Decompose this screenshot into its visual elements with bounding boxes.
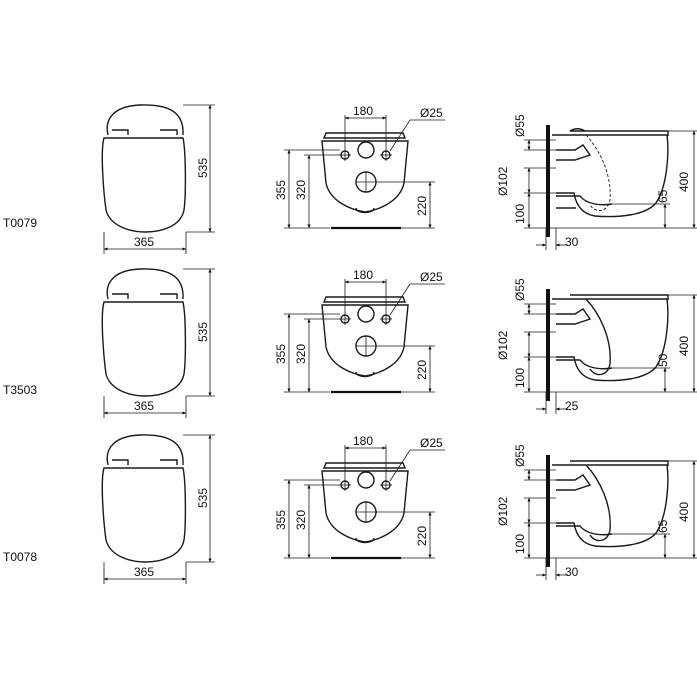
front-outlet-height-label: 220 <box>415 360 429 380</box>
seat-outline <box>101 137 187 233</box>
side-view: Ø55 Ø102 100 400 50 25 <box>496 278 697 414</box>
front-hole-label: Ø25 <box>420 106 443 120</box>
front-view: 180 Ø25 355 320 220 <box>274 104 445 230</box>
wall <box>546 125 550 237</box>
front-mid-height-label: 320 <box>294 344 308 364</box>
side-rim-label: 50 <box>656 353 670 367</box>
front-outlet-height-label: 220 <box>415 196 429 216</box>
front-total-height-label: 355 <box>274 510 288 530</box>
front-total-height-label: 355 <box>274 180 288 200</box>
side-height-label: 400 <box>677 336 691 356</box>
top-depth-label: 535 <box>196 158 210 178</box>
side-inlet-label: Ø55 <box>513 114 527 137</box>
side-inlet-label: Ø55 <box>513 278 527 301</box>
side-outlet-label: Ø102 <box>496 166 510 196</box>
front-spacing-label: 180 <box>353 104 373 118</box>
wall <box>546 455 550 567</box>
front-total-height-label: 355 <box>274 344 288 364</box>
front-spacing-label: 180 <box>353 434 373 448</box>
side-rim-label: 65 <box>656 519 670 533</box>
front-outlet-height-label: 220 <box>415 526 429 546</box>
front-view: 180 Ø25 355 320 220 <box>274 434 445 560</box>
product-code: T0079 <box>3 216 37 230</box>
row-1: T3503 365 535 <box>3 268 697 418</box>
hinge-right <box>160 129 178 135</box>
side-bottom-label: 100 <box>513 204 527 224</box>
front-hole-label: Ø25 <box>420 436 443 450</box>
side-view: Ø55 Ø102 100 400 65 30 <box>496 444 697 580</box>
side-bowl-outline <box>552 134 669 218</box>
product-code: T3503 <box>3 383 37 397</box>
side-wall-gap-label: 30 <box>565 235 579 249</box>
side-height-label: 400 <box>677 502 691 522</box>
side-wall-gap-label: 25 <box>565 399 579 413</box>
side-view: Ø55 Ø102 100 400 65 30 <box>496 114 697 250</box>
front-hole-label: Ø25 <box>420 270 443 284</box>
row-0: T0079 365 535 <box>3 104 697 254</box>
top-width-label: 365 <box>134 235 154 249</box>
front-view: 180 Ø25 355 320 220 <box>274 268 445 394</box>
top-width-label: 365 <box>134 565 154 579</box>
side-outlet-label: Ø102 <box>496 496 510 526</box>
side-rim-label: 65 <box>656 189 670 203</box>
front-spacing-label: 180 <box>353 268 373 282</box>
product-code: T0078 <box>3 550 37 564</box>
front-mid-height-label: 320 <box>294 180 308 200</box>
wall <box>546 289 550 401</box>
top-depth-label: 535 <box>196 488 210 508</box>
top-view: 365 535 <box>101 268 215 418</box>
top-view: 365 535 <box>101 104 215 254</box>
front-bowl-outline <box>321 140 409 213</box>
top-width-label: 365 <box>134 399 154 413</box>
front-mid-height-label: 320 <box>294 510 308 530</box>
side-bottom-label: 100 <box>513 534 527 554</box>
top-view: 365 535 <box>101 434 215 584</box>
bowl-top-outline <box>106 104 184 136</box>
side-bottom-label: 100 <box>513 368 527 388</box>
side-inlet-label: Ø55 <box>513 444 527 467</box>
side-outlet-label: Ø102 <box>496 330 510 360</box>
hinge-left <box>112 129 129 135</box>
side-wall-gap-label: 30 <box>565 565 579 579</box>
row-2: T0078 365 535 <box>3 434 697 584</box>
top-depth-label: 535 <box>196 322 210 342</box>
side-height-label: 400 <box>677 172 691 192</box>
